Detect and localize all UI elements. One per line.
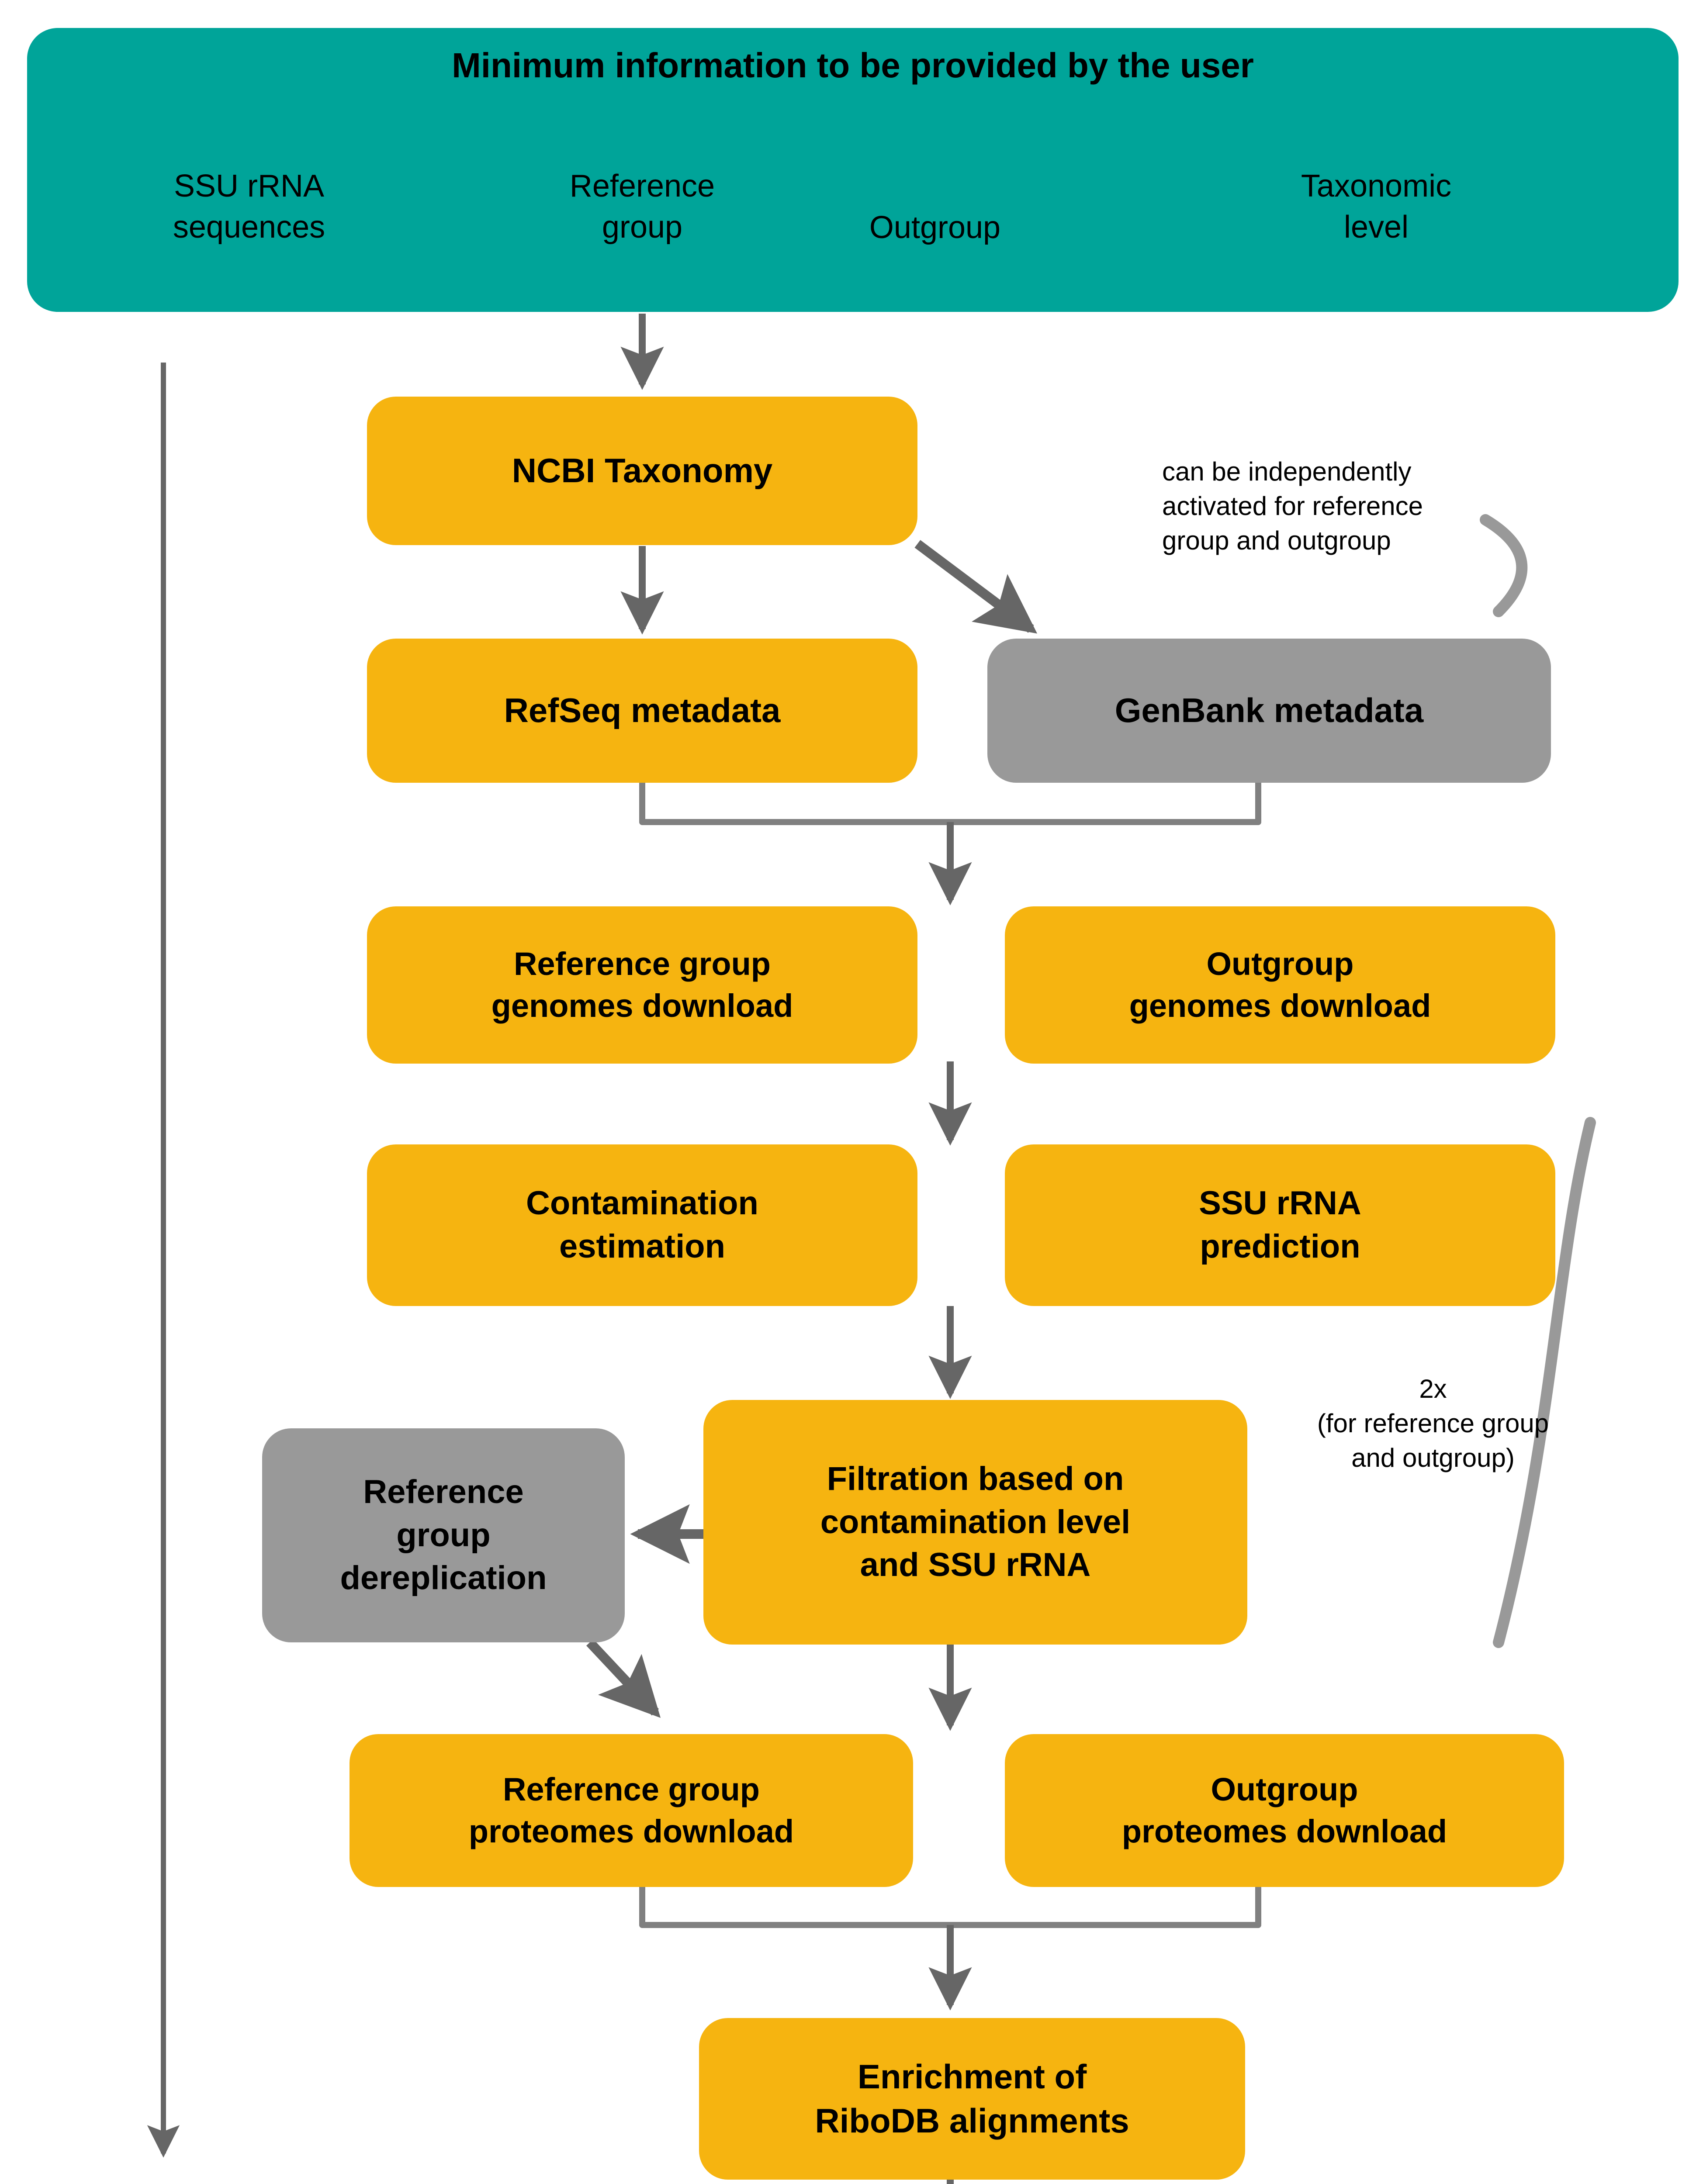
edge-proteomes-merge (639, 1880, 1261, 1928)
node-refseq-metadata[interactable]: RefSeq metadata (367, 639, 917, 783)
header-panel (27, 28, 1679, 312)
edge-metadata-merge (639, 779, 1261, 825)
node-ncbi-taxonomy[interactable]: NCBI Taxonomy (367, 397, 917, 545)
header-input-outgroup: Outgroup (869, 210, 1001, 245)
page-title: Minimum information to be provided by th… (452, 46, 1254, 85)
node-genbank-metadata[interactable]: GenBank metadata (987, 639, 1551, 783)
edge-dereplication-to-proteomes (586, 1639, 661, 1718)
edge-ncbi-to-genbank (914, 540, 1038, 634)
